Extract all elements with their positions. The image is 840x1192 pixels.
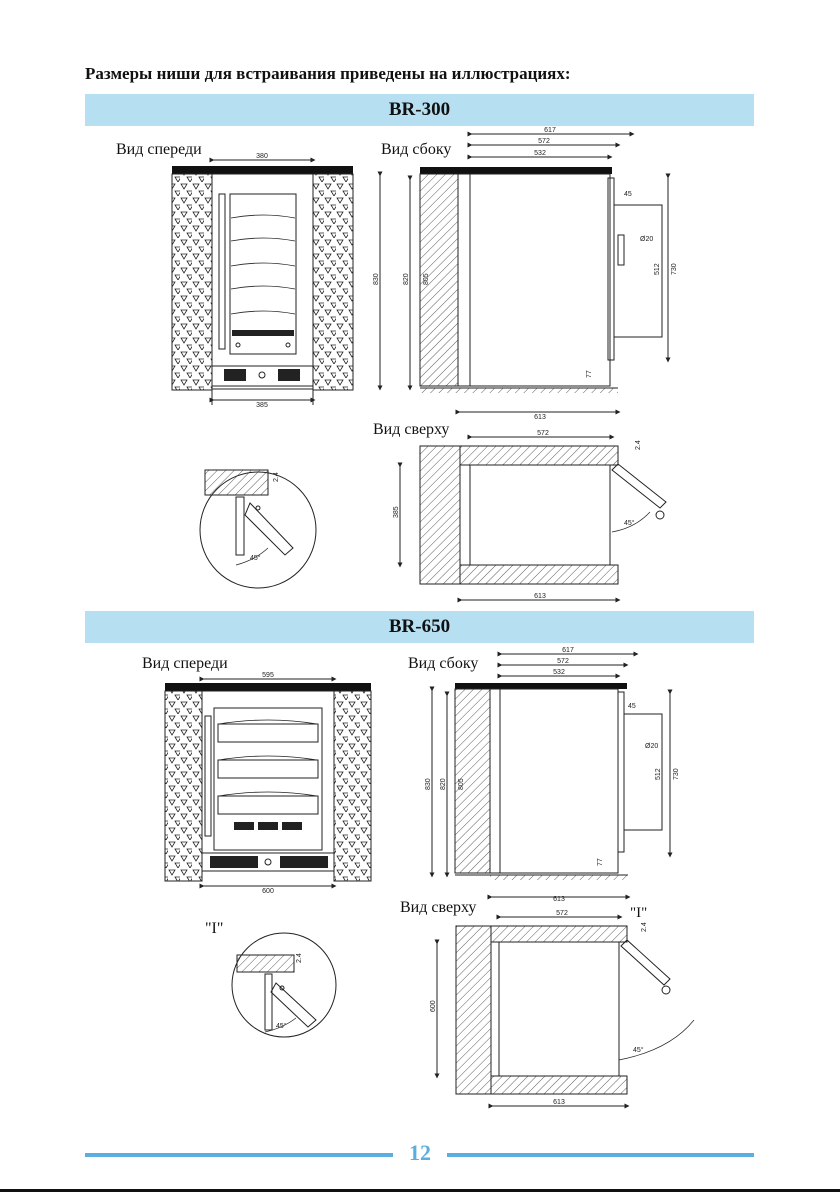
top-view-label: Вид сверху <box>373 421 450 438</box>
side-view-label: Вид сбоку <box>381 141 452 158</box>
dim-77: 77 <box>586 370 593 378</box>
dim-532: 532 <box>553 669 565 676</box>
top-view-label: Вид сверху <box>400 899 477 916</box>
angle-45: 45° <box>633 1046 644 1054</box>
dim-572: 572 <box>537 430 549 437</box>
dim-width-top: 380 <box>256 153 268 160</box>
br300-front-view: 380 385 <box>171 153 354 409</box>
dim-45: 45 <box>628 703 636 710</box>
dim-diameter-20: Ø20 <box>640 236 653 243</box>
dim-805: 805 <box>423 273 430 285</box>
dim-613: 613 <box>534 414 546 421</box>
dim-77: 77 <box>597 858 604 866</box>
dim-512: 512 <box>655 768 662 780</box>
page-number: 12 <box>409 1140 431 1165</box>
dim-512: 512 <box>654 263 661 275</box>
front-view-label: Вид спереди <box>142 655 228 672</box>
dim-572: 572 <box>556 910 568 917</box>
br650-front-view: 595 600 <box>164 672 372 895</box>
dim-diameter-20: Ø20 <box>645 743 658 750</box>
model-banner-br300: BR-300 <box>85 94 754 126</box>
angle-45: 45° <box>250 554 261 562</box>
dim-572: 572 <box>557 658 569 665</box>
br650-side-view: 617 572 532 45 Ø20 512 730 830 820 805 7… <box>425 647 680 903</box>
angle-45: 45° <box>624 519 635 527</box>
dim-2-4: 2.4 <box>635 440 642 450</box>
detail-marker: "I" <box>630 905 648 921</box>
dim-532: 532 <box>534 150 546 157</box>
br300-top-view: 572 2.4 385 613 45° <box>393 430 667 603</box>
br300-hinge-detail: 2.4 45° <box>199 469 317 589</box>
dim-385: 385 <box>393 506 400 518</box>
angle-45: 45° <box>276 1022 287 1030</box>
dim-width-top: 595 <box>262 672 274 679</box>
br300-side-view: 617 572 532 45 Ø20 512 730 830 820 805 7… <box>373 127 678 421</box>
dim-2-4: 2.4 <box>641 922 648 932</box>
footer-rule-left <box>85 1153 393 1157</box>
side-view-label: Вид сбоку <box>408 655 479 672</box>
dim-600: 600 <box>430 1000 437 1012</box>
footer-rule-right <box>447 1153 754 1157</box>
dim-820: 820 <box>403 273 410 285</box>
bottom-edge-rule <box>0 1189 840 1192</box>
dim-730: 730 <box>671 263 678 275</box>
dim-830: 830 <box>373 273 380 285</box>
dim-2-4: 2.4 <box>273 472 280 482</box>
br650-top-view: 572 2.4 600 613 45° <box>430 910 695 1109</box>
dim-width-bottom: 385 <box>256 402 268 409</box>
dim-730: 730 <box>673 768 680 780</box>
br650-hinge-detail: 2.4 45° <box>231 932 337 1038</box>
dim-45: 45 <box>624 191 632 198</box>
dim-820: 820 <box>440 778 447 790</box>
intro-heading: Размеры ниши для встраивания приведены н… <box>85 64 571 83</box>
dim-613: 613 <box>553 1099 565 1106</box>
front-view-label: Вид спереди <box>116 141 202 158</box>
dim-617: 617 <box>544 127 556 134</box>
dim-830: 830 <box>425 778 432 790</box>
dim-572: 572 <box>538 138 550 145</box>
dim-617: 617 <box>562 647 574 654</box>
dim-805: 805 <box>458 778 465 790</box>
dim-613: 613 <box>534 593 546 600</box>
dim-width-bottom: 600 <box>262 888 274 895</box>
dim-613: 613 <box>553 896 565 903</box>
dim-2-4: 2.4 <box>296 953 303 963</box>
detail-label: "I" <box>205 920 224 937</box>
model-banner-br650: BR-650 <box>85 611 754 643</box>
